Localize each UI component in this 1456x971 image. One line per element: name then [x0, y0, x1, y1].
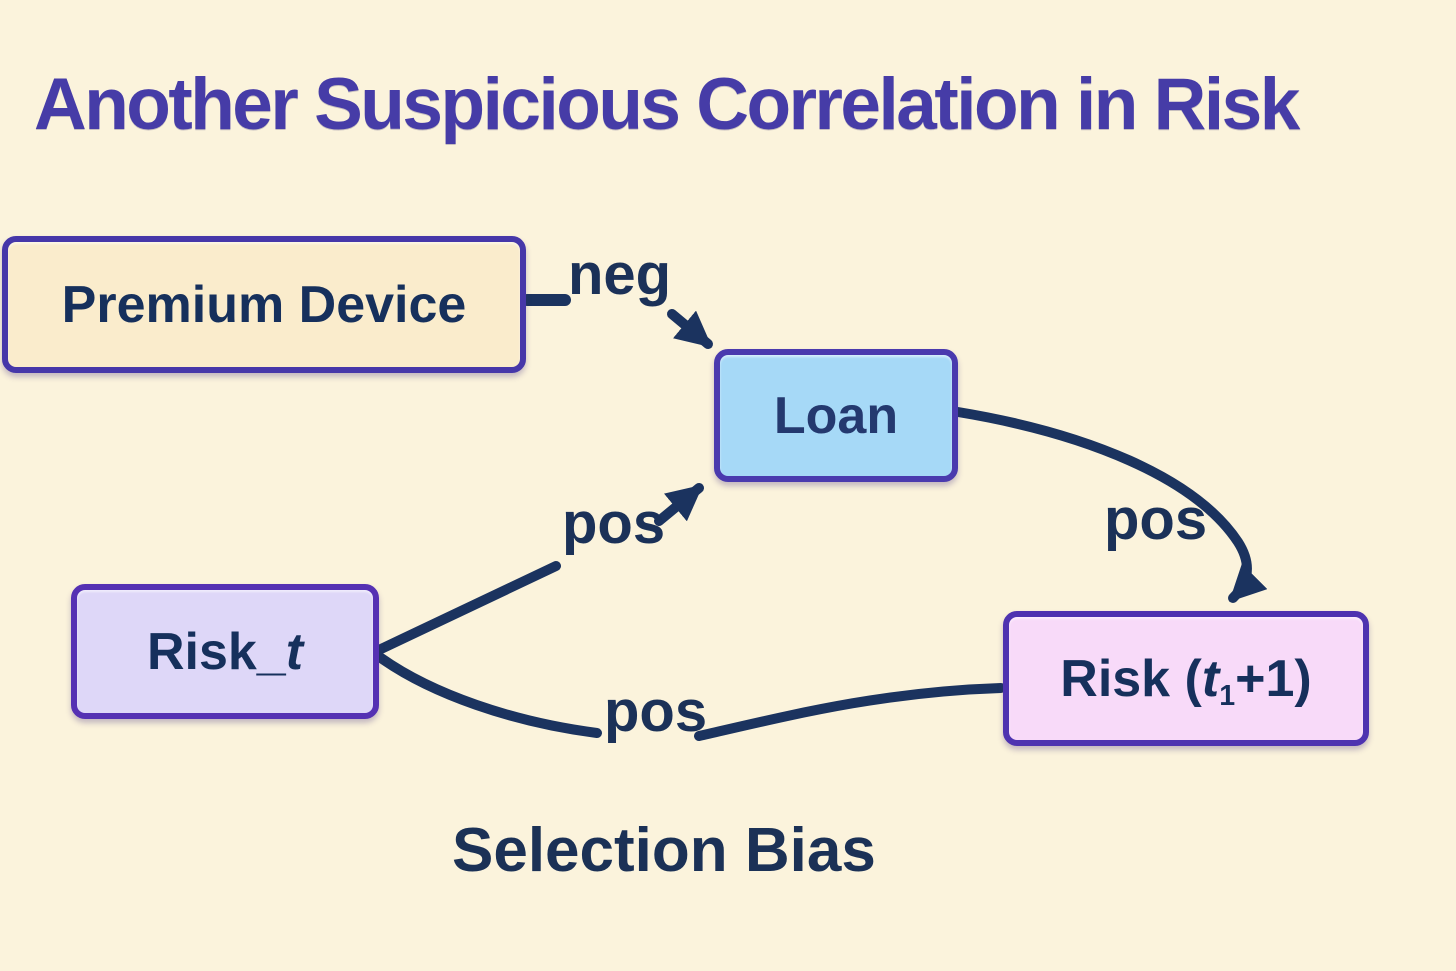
edge-premium-to-loan-arrow — [667, 309, 713, 349]
diagram-title: Another Suspicious Correlation in Risk — [34, 64, 1300, 145]
edge-riskt-to-loan-segment — [376, 561, 561, 654]
node-risk-t-plus-1-label: Risk (t1+1) — [1060, 649, 1312, 712]
diagram-caption: Selection Bias — [452, 816, 876, 885]
edge-label-pos-right: pos — [1104, 487, 1208, 552]
node-risk-t-plus-1: Risk (t1+1) — [1003, 611, 1369, 746]
edge-riskt-to-riskt1-segment-right — [694, 683, 1006, 741]
node-risk-t-label: Risk_t — [146, 622, 304, 681]
node-loan-label: Loan — [773, 386, 899, 445]
edge-label-neg: neg — [568, 242, 672, 307]
edge-riskt-to-riskt1-segment-left — [376, 653, 602, 738]
node-risk-t: Risk_t — [71, 584, 379, 719]
node-premium-device: Premium Device — [2, 236, 526, 373]
edge-label-pos-bottom: pos — [604, 679, 708, 744]
edge-label-pos-left: pos — [562, 491, 666, 556]
node-premium-device-label: Premium Device — [61, 275, 467, 334]
node-loan: Loan — [714, 349, 958, 482]
